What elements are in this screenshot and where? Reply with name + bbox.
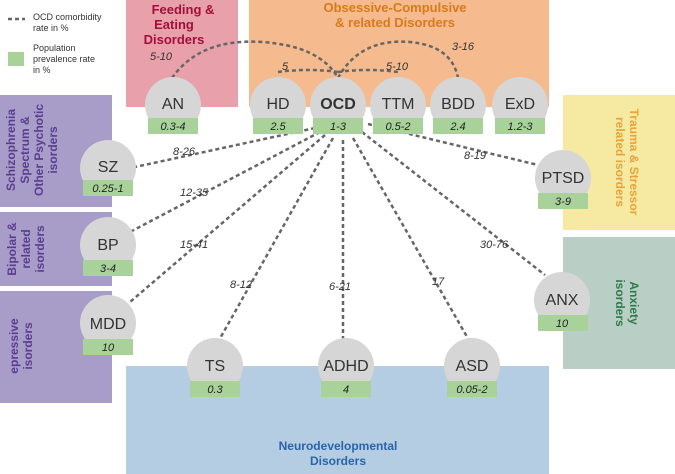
- edge-ocd-bp: [129, 130, 321, 234]
- svg-text:SZ: SZ: [98, 159, 119, 176]
- svg-text:Schizophrenia: Schizophrenia: [4, 109, 18, 191]
- svg-text:ADHD: ADHD: [323, 358, 368, 375]
- svg-text:Spectrum &: Spectrum &: [18, 116, 32, 184]
- legend-prevalence-swatch: [8, 52, 24, 66]
- rate-ts: 8-12: [230, 279, 252, 291]
- node-ocd: OCD 1-3: [310, 77, 366, 134]
- svg-text:BDD: BDD: [441, 96, 475, 113]
- svg-text:HD: HD: [266, 96, 289, 113]
- rate-mdd: 15-41: [180, 239, 208, 251]
- svg-text:isorders: isorders: [46, 126, 60, 174]
- rate-ptsd: 8-19: [464, 150, 486, 162]
- svg-text:ExD: ExD: [505, 96, 535, 113]
- svg-text:3-4: 3-4: [100, 263, 116, 275]
- svg-text:0.05-2: 0.05-2: [456, 384, 487, 396]
- svg-text:ASD: ASD: [456, 358, 489, 375]
- node-ptsd: PTSD 3-9: [535, 150, 591, 209]
- legend: OCD comorbidity rate in % Population pre…: [8, 12, 102, 75]
- svg-text:TS: TS: [205, 358, 225, 375]
- ocd-related-title-1: Obsessive-Compulsive: [323, 0, 466, 15]
- svg-text:10: 10: [102, 342, 115, 354]
- svg-text:10: 10: [556, 318, 569, 330]
- svg-text:isorders: isorders: [613, 279, 627, 327]
- svg-text:4: 4: [343, 384, 349, 396]
- feeding-title-2: Eating: [154, 17, 194, 32]
- svg-text:ANX: ANX: [546, 292, 579, 309]
- svg-text:0.3-4: 0.3-4: [160, 121, 185, 133]
- rate-adhd: 6-21: [329, 281, 351, 293]
- svg-text:2.4: 2.4: [449, 121, 465, 133]
- svg-text:Bipolar &: Bipolar &: [5, 222, 19, 276]
- edge-ocd-hd: [277, 68, 339, 74]
- feeding-title-3: Disorders: [144, 32, 205, 47]
- edge-ocd-bdd: [336, 40, 460, 79]
- svg-text:isorders: isorders: [33, 225, 47, 273]
- trauma-title: Trauma & Stressor related isorders: [613, 109, 641, 216]
- edge-ocd-sz: [134, 126, 316, 169]
- svg-text:AN: AN: [162, 96, 184, 113]
- anxiety-title: Anxiety isorders: [613, 279, 641, 327]
- svg-text:1.2-3: 1.2-3: [507, 121, 533, 133]
- svg-text:related isorders: related isorders: [613, 117, 627, 207]
- rate-hd: 5: [282, 61, 289, 73]
- svg-text:in %: in %: [33, 65, 51, 75]
- node-sz: SZ 0.25-1: [80, 140, 136, 196]
- edge-ocd-anx: [361, 131, 546, 276]
- node-exd: ExD 1.2-3: [492, 77, 548, 134]
- node-anx: ANX 10: [534, 272, 590, 331]
- svg-text:rate in %: rate in %: [33, 23, 69, 33]
- svg-text:Trauma & Stressor: Trauma & Stressor: [627, 109, 641, 216]
- svg-text:OCD: OCD: [320, 96, 356, 113]
- svg-text:Other Psychotic: Other Psychotic: [32, 104, 46, 196]
- svg-text:TTM: TTM: [382, 96, 415, 113]
- rate-asd: 17: [432, 276, 445, 288]
- svg-text:Anxiety: Anxiety: [627, 281, 641, 325]
- svg-text:isorders: isorders: [21, 322, 35, 370]
- node-asd: ASD 0.05-2: [444, 338, 500, 397]
- edge-ocd-asd: [351, 137, 472, 343]
- schizophrenia-title: Schizophrenia Spectrum & Other Psychotic…: [4, 104, 60, 196]
- node-adhd: ADHD 4: [318, 338, 374, 397]
- svg-text:epressive: epressive: [7, 318, 21, 374]
- svg-text:prevalence rate: prevalence rate: [33, 54, 95, 64]
- svg-text:2.5: 2.5: [269, 121, 286, 133]
- rate-anx: 30-76: [480, 239, 509, 251]
- node-an: AN 0.3-4: [145, 77, 201, 134]
- node-bdd: BDD 2.4: [430, 77, 486, 134]
- rate-bp: 12-35: [180, 187, 209, 199]
- node-bp: BP 3-4: [80, 217, 136, 276]
- svg-text:0.25-1: 0.25-1: [92, 183, 123, 195]
- svg-text:MDD: MDD: [90, 316, 126, 333]
- edge-ocd-ts: [216, 137, 335, 343]
- rate-an: 5-10: [150, 51, 173, 63]
- svg-text:OCD comorbidity: OCD comorbidity: [33, 12, 102, 22]
- svg-text:Population: Population: [33, 43, 76, 53]
- svg-text:0.3: 0.3: [207, 384, 223, 396]
- neurodev-title-1: Neurodevelopmental: [279, 439, 398, 453]
- svg-text:PTSD: PTSD: [542, 170, 585, 187]
- node-mdd: MDD 10: [80, 295, 136, 355]
- rate-ttm: 5-10: [386, 61, 409, 73]
- rate-sz: 8-26: [173, 146, 196, 158]
- edge-ocd-mdd: [129, 134, 326, 303]
- svg-text:3-9: 3-9: [555, 196, 571, 208]
- node-ttm: TTM 0.5-2: [370, 77, 426, 134]
- depressive-title: epressive isorders: [7, 318, 35, 374]
- svg-text:BP: BP: [97, 237, 118, 254]
- svg-text:1-3: 1-3: [330, 121, 347, 133]
- node-ts: TS 0.3: [187, 338, 243, 397]
- node-hd: HD 2.5: [250, 77, 306, 134]
- svg-text:related: related: [19, 229, 33, 268]
- neurodev-title-2: Disorders: [310, 454, 366, 468]
- ocd-related-title-2: & related Disorders: [335, 15, 455, 30]
- edge-ocd-an: [170, 40, 340, 79]
- svg-text:0.5-2: 0.5-2: [385, 121, 410, 133]
- edge-ocd-ttm: [337, 68, 399, 74]
- bipolar-title: Bipolar & related isorders: [5, 222, 47, 276]
- feeding-title-1: Feeding &: [152, 2, 215, 17]
- rate-bdd: 3-16: [452, 41, 475, 53]
